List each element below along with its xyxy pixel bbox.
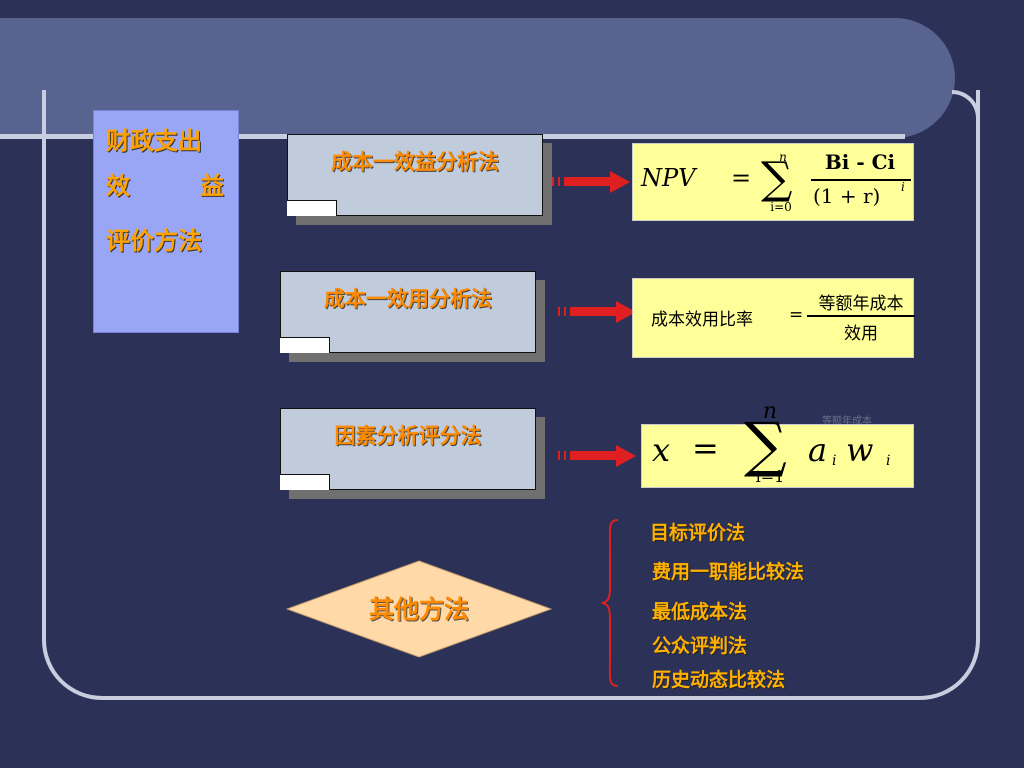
factor-equals: =	[692, 429, 719, 467]
factor-sum-upper: n	[762, 399, 778, 424]
other-method-item: 目标评价法	[650, 522, 746, 544]
sigma-icon: ∑	[761, 153, 793, 204]
arrow-right-icon	[552, 171, 632, 193]
formula-cost-utility: 成本效用比率 = 等额年成本 效用	[632, 278, 915, 358]
npv-equals: =	[731, 164, 752, 192]
npv-lhs: NPV	[641, 164, 696, 192]
formula-factor: x = n ∑ i=1 a i w i	[641, 399, 914, 488]
content-frame	[42, 90, 980, 700]
title-char-left: 效	[106, 172, 130, 200]
title-line-1: 财政支出	[106, 127, 202, 155]
cu-lhs: 成本效用比率	[651, 310, 753, 330]
arrow-right-icon	[558, 301, 638, 323]
npv-sum-lower: i=0	[770, 200, 792, 214]
other-method-item: 历史动态比较法	[652, 669, 786, 691]
factor-sum-lower: i=1	[755, 467, 785, 486]
sigma-icon: ∑	[744, 410, 787, 480]
method-card-cost-benefit: 成本一效益分析法	[287, 134, 552, 225]
fraction-bar	[807, 315, 915, 317]
title-line-3: 评价方法	[106, 227, 202, 255]
npv-denominator: (1 + r)	[813, 184, 881, 208]
fraction-bar	[811, 179, 911, 181]
card-fold	[280, 474, 330, 490]
arrow-right-icon	[558, 445, 638, 467]
cu-numerator: 等额年成本	[818, 294, 904, 314]
factor-lhs: x	[652, 431, 671, 469]
factor-term-w: w	[846, 431, 874, 469]
card-fold	[280, 337, 330, 353]
factor-term-a: a	[808, 431, 828, 469]
title-line-2: 效 益	[106, 166, 224, 201]
npv-exponent: i	[901, 180, 905, 194]
method-label: 成本一效益分析法	[331, 150, 499, 174]
other-method-item: 费用一职能比较法	[652, 561, 805, 583]
other-method-item: 公众评判法	[652, 635, 748, 657]
method-label: 成本一效用分析法	[324, 287, 492, 311]
cu-equals: =	[789, 305, 804, 325]
other-methods-label: 其他方法	[368, 595, 469, 624]
cu-denominator: 效用	[844, 324, 878, 344]
method-label: 因素分析评分法	[334, 424, 482, 448]
npv-sum-upper: n	[779, 150, 787, 164]
formula-npv: NPV = n ∑ i=0 Bi - Ci (1 + r) i	[632, 143, 914, 221]
faint-ghost-text: 等额年成本	[822, 416, 872, 427]
method-card-cost-utility: 成本一效用分析法	[280, 271, 545, 362]
other-methods-diamond	[286, 560, 552, 658]
factor-term-w-sub: i	[886, 453, 891, 469]
npv-numerator: Bi - Ci	[824, 150, 896, 174]
card-fold	[287, 200, 337, 216]
method-card-factor-scoring: 因素分析评分法	[280, 408, 545, 499]
title-char-right: 益	[200, 172, 224, 200]
title-box: 财政支出 效 益 评价方法	[93, 110, 239, 333]
factor-term-a-sub: i	[832, 453, 837, 469]
other-method-item: 最低成本法	[652, 601, 748, 623]
curly-brace-icon	[601, 519, 619, 687]
